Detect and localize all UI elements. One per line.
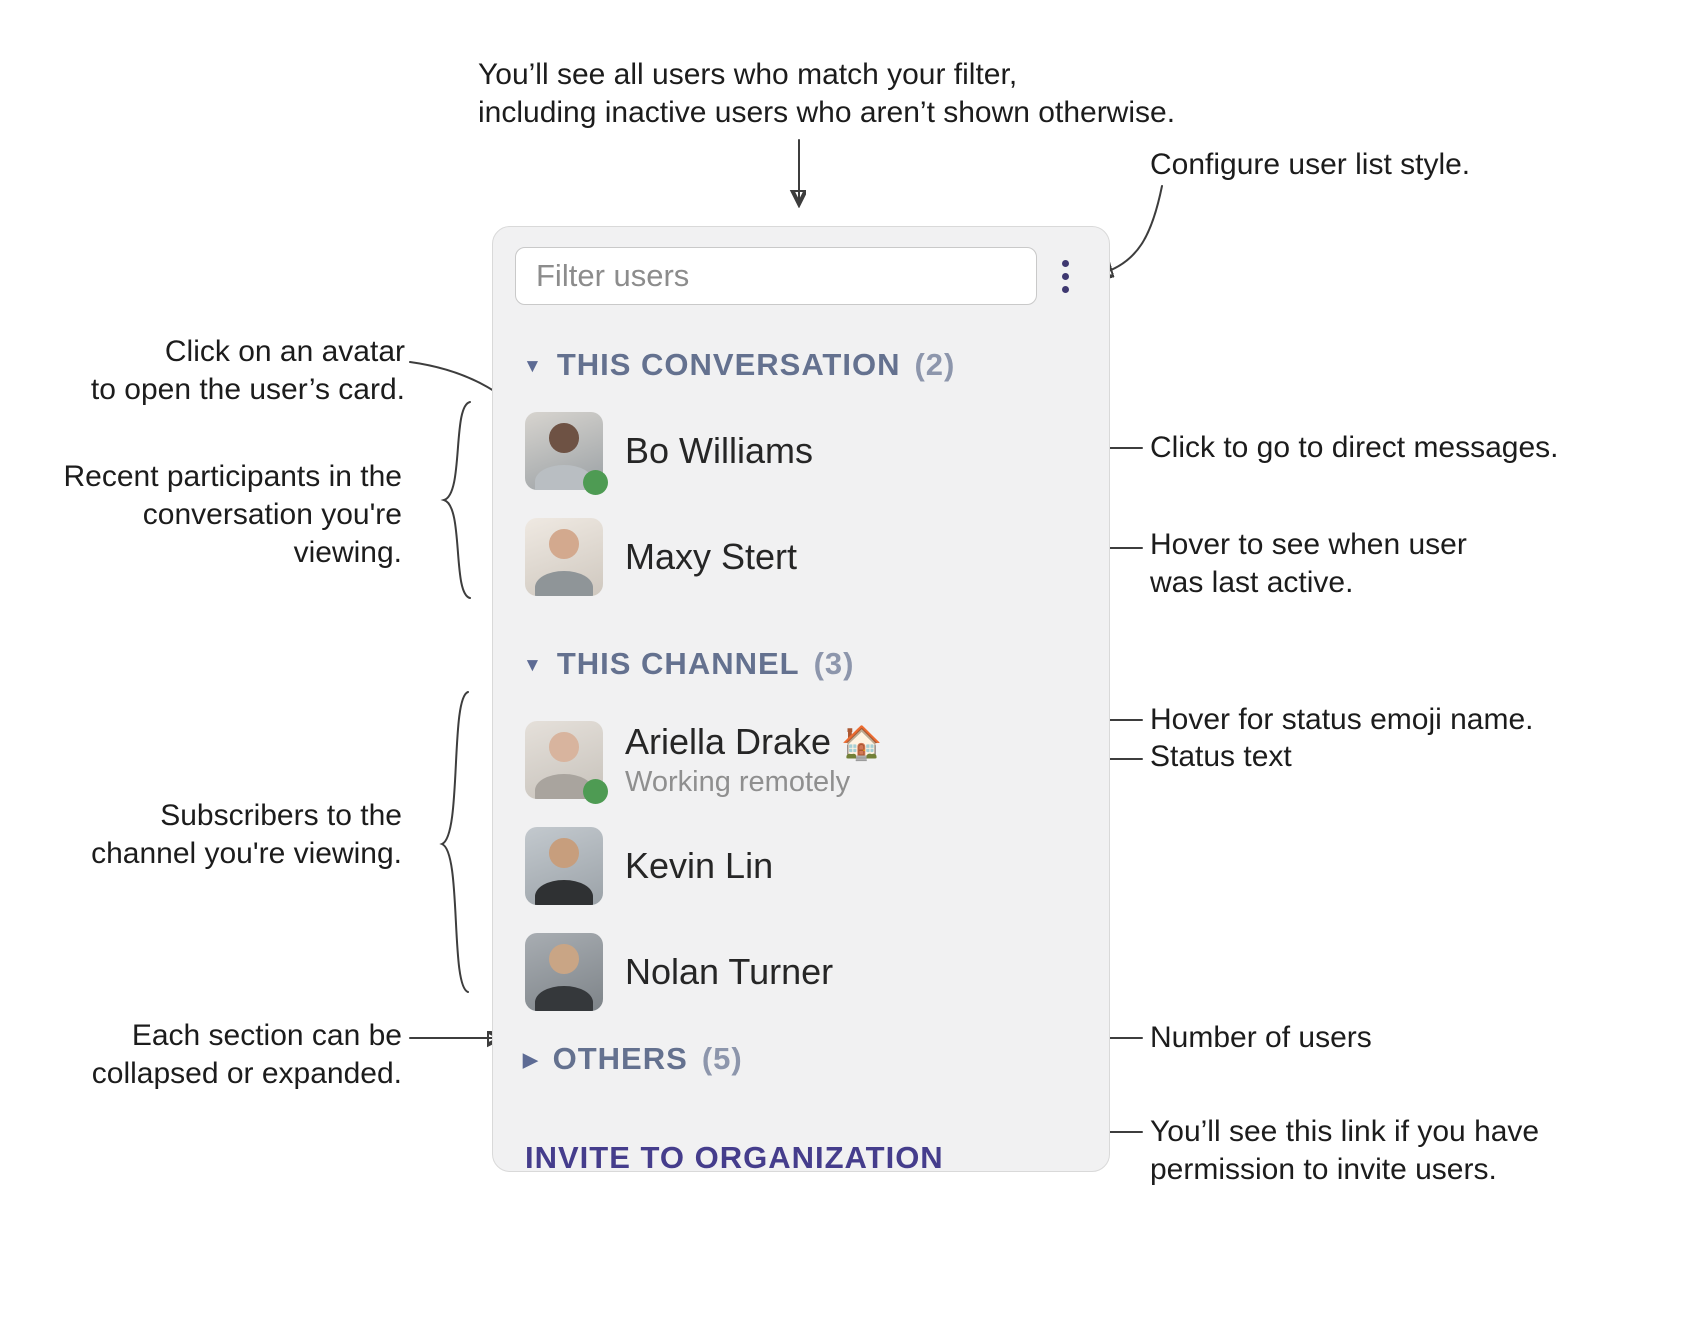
kebab-menu-icon[interactable] xyxy=(1043,247,1087,305)
note-subscribers: Subscribers to the channel you're viewin… xyxy=(91,799,402,870)
user-name[interactable]: Bo Williams xyxy=(625,430,814,471)
user-row-ariella-drake[interactable]: Ariella Drake🏠 Working remotely xyxy=(515,703,1087,807)
status-emoji-house-icon[interactable]: 🏠 xyxy=(841,723,883,761)
section-label: OTHERS xyxy=(552,1041,688,1076)
chevron-right-icon: ▶ xyxy=(523,1050,539,1071)
avatar-photo xyxy=(525,933,603,1011)
section-label: THIS CHANNEL xyxy=(556,646,800,681)
kebab-dot xyxy=(1061,259,1069,267)
note-filter: You’ll see all users who match your filt… xyxy=(478,58,1176,129)
section-header-this-channel[interactable]: ▼ THIS CHANNEL (3) xyxy=(523,644,1087,689)
chevron-down-icon: ▼ xyxy=(523,356,543,377)
note-last-active: Hover to see when user was last active. xyxy=(1150,528,1467,599)
user-row-bo-williams[interactable]: Bo Williams xyxy=(515,404,1087,498)
user-name[interactable]: Nolan Turner xyxy=(625,951,834,992)
note-direct-messages: Click to go to direct messages. xyxy=(1150,431,1559,464)
avatar-kevin-lin[interactable] xyxy=(525,827,603,905)
user-name[interactable]: Ariella Drake🏠 xyxy=(625,720,883,762)
user-name-block: Ariella Drake🏠 Working remotely xyxy=(625,720,883,799)
note-invite-permission: You’ll see this link if you have permiss… xyxy=(1150,1115,1540,1186)
note-avatar-card: Click on an avatar to open the user’s ca… xyxy=(90,335,405,406)
section-header-this-conversation[interactable]: ▼ THIS CONVERSATION (2) xyxy=(523,345,1087,390)
avatar-photo xyxy=(525,518,603,596)
user-list-toolbar xyxy=(515,247,1087,305)
note-status-emoji: Hover for status emoji name. xyxy=(1150,703,1534,736)
avatar-bo-williams[interactable] xyxy=(525,412,608,495)
section-header-others[interactable]: ▶ OTHERS (5) xyxy=(523,1039,1087,1084)
invite-to-organization-link[interactable]: INVITE TO ORGANIZATION xyxy=(525,1140,944,1175)
chevron-down-icon: ▼ xyxy=(523,655,543,676)
section-count: (5) xyxy=(701,1041,743,1076)
user-status-text: Working remotely xyxy=(625,765,851,798)
presence-dot xyxy=(583,779,608,804)
kebab-dot xyxy=(1061,285,1069,293)
note-number-of-users: Number of users xyxy=(1150,1021,1372,1054)
avatar-nolan-turner[interactable] xyxy=(525,933,603,1011)
user-list-panel: ▼ THIS CONVERSATION (2) Bo Williams Maxy… xyxy=(492,226,1110,1175)
note-status-text: Status text xyxy=(1150,740,1292,773)
presence-dot xyxy=(583,470,608,495)
avatar-photo xyxy=(525,827,603,905)
filter-users-input[interactable] xyxy=(515,247,1037,305)
user-name[interactable]: Maxy Stert xyxy=(625,536,798,577)
section-count: (3) xyxy=(813,646,855,681)
kebab-dot xyxy=(1061,272,1069,280)
section-count: (2) xyxy=(914,347,956,382)
note-collapse-sections: Each section can be collapsed or expande… xyxy=(91,1019,402,1090)
brace-recent-participants xyxy=(440,401,471,599)
avatar-photo xyxy=(525,721,603,799)
avatar-ariella-drake[interactable] xyxy=(525,721,608,804)
avatar-maxy-stert[interactable] xyxy=(525,518,603,596)
user-row-kevin-lin[interactable]: Kevin Lin xyxy=(515,819,1087,913)
user-row-maxy-stert[interactable]: Maxy Stert xyxy=(515,510,1087,604)
note-configure-style: Configure user list style. xyxy=(1150,148,1471,181)
user-name[interactable]: Kevin Lin xyxy=(625,845,774,886)
note-recent-participants: Recent participants in the conversation … xyxy=(63,460,402,569)
section-label: THIS CONVERSATION xyxy=(556,347,901,382)
user-row-nolan-turner[interactable]: Nolan Turner xyxy=(515,925,1087,1019)
brace-subscribers xyxy=(439,691,469,993)
